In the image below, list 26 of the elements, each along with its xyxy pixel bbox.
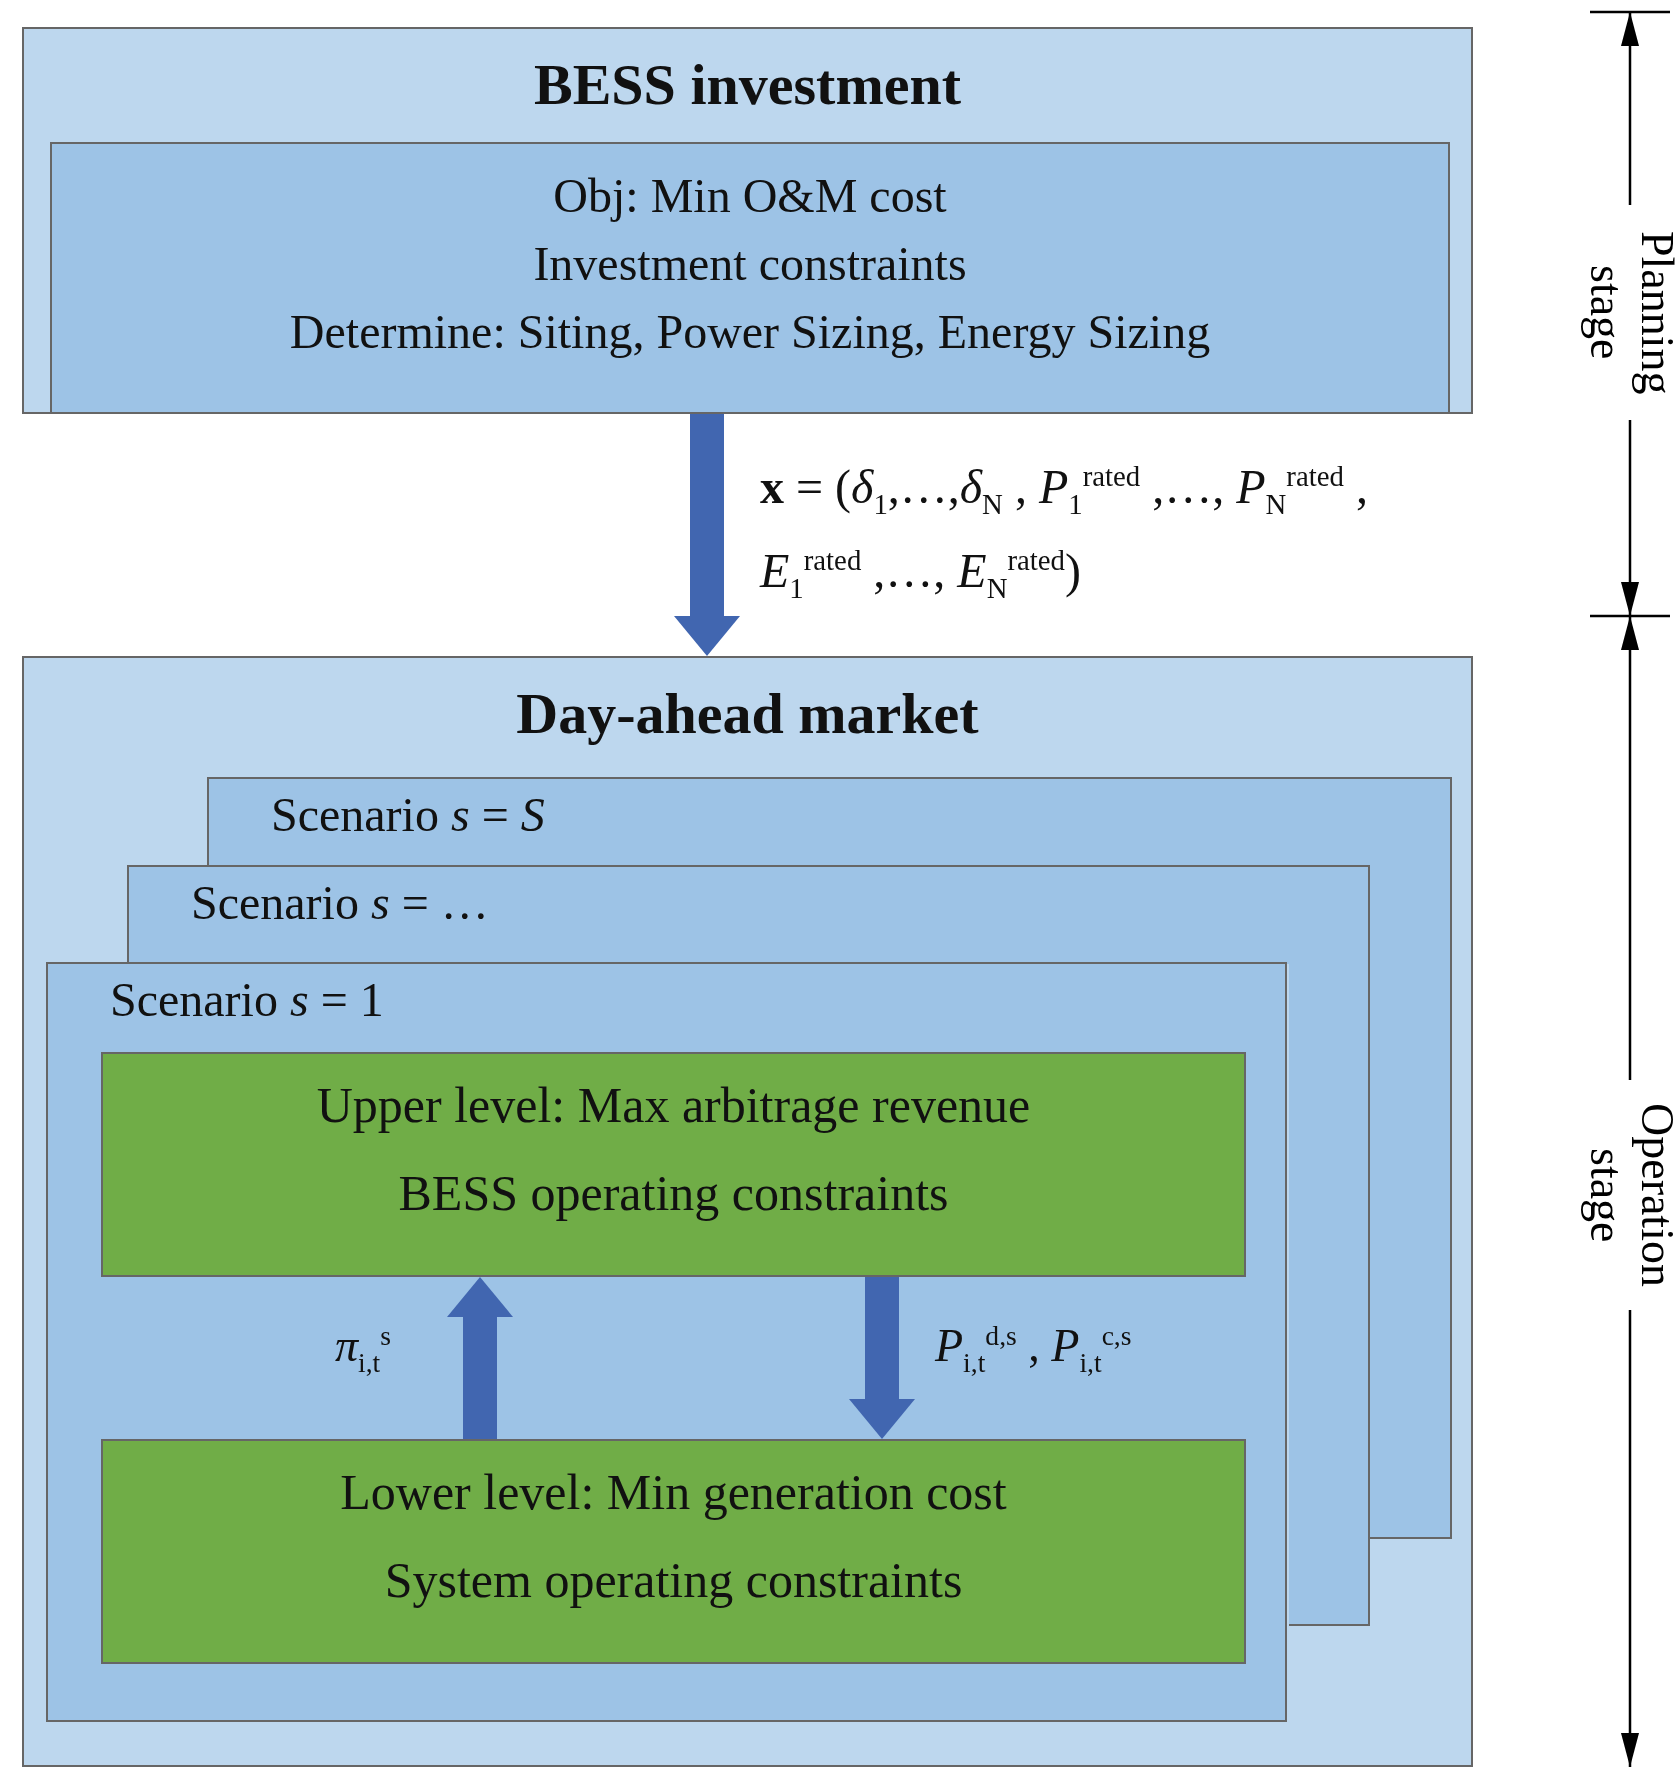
text-line: Determine: Siting, Power Sizing, Energy Sizing xyxy=(289,304,1211,359)
edge-label: x = (δ$_{1}$,…,δ$_{N}$ , P$_{1}$$^{rated}$ ,…, P$_{N}$$^{rated}$ , E$_{1}$$^{rated}$ ,…, E$_{N}$$^{rated}$) xyxy=(760,459,1369,606)
block-arrow xyxy=(849,1277,915,1439)
scenario-card xyxy=(127,865,1370,964)
text-line: Investment constraints xyxy=(533,236,967,291)
text-line: Obj: Min O&M cost xyxy=(553,168,947,223)
upper-level-box xyxy=(101,1052,1246,1277)
scenario-card xyxy=(207,777,1452,867)
market-panel xyxy=(22,656,1473,1767)
text-line: BESS operating constraints xyxy=(398,1164,949,1222)
scenario-card xyxy=(46,962,1287,1722)
stage-label: Planning stage xyxy=(1580,229,1678,397)
lower-level-box xyxy=(101,1439,1246,1664)
panel-title: Day-ahead market xyxy=(516,680,979,747)
text-line: Upper level: Max arbitrage revenue xyxy=(316,1076,1031,1134)
panel-title: BESS investment xyxy=(534,51,961,118)
scenario-label: Scenario s = 1 xyxy=(110,972,384,1027)
scenario-label: Scenario s = … xyxy=(191,875,489,930)
scenario-label: Scenario s = S xyxy=(271,787,545,842)
stage-label: Operation stage xyxy=(1580,1102,1678,1289)
text-line: Lower level: Min generation cost xyxy=(340,1463,1007,1521)
investment-panel xyxy=(22,27,1473,414)
objective-box xyxy=(50,142,1450,414)
block-arrow xyxy=(674,414,740,656)
block-arrow xyxy=(447,1277,513,1439)
text-line: System operating constraints xyxy=(384,1551,963,1609)
